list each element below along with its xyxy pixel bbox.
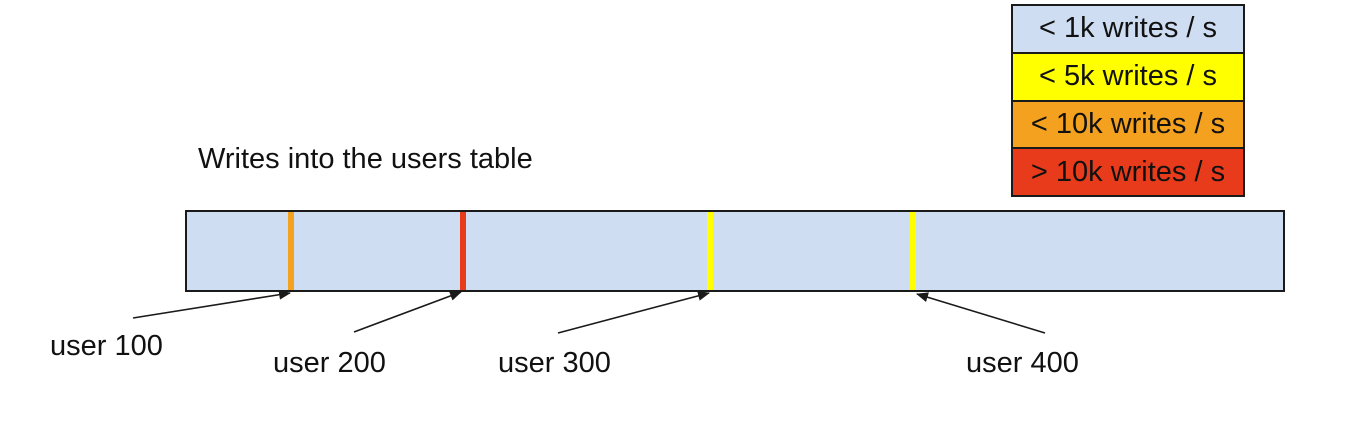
- label-user-300: user 300: [498, 347, 611, 379]
- legend-item-lt-10k-label: < 10k writes / s: [1030, 107, 1226, 140]
- label-user-400: user 400: [966, 347, 1079, 379]
- arrow-user-100: [132, 289, 291, 319]
- arrow-user-300: [557, 290, 710, 334]
- write-hotspot-user-400: [910, 212, 916, 290]
- legend-item-gt-10k: > 10k writes / s: [1013, 147, 1243, 195]
- write-hotspot-user-200: [460, 212, 466, 290]
- legend-item-lt-5k-label: < 5k writes / s: [1038, 60, 1218, 93]
- legend-item-lt-1k-label: < 1k writes / s: [1038, 12, 1218, 45]
- legend: < 1k writes / s < 5k writes / s < 10k wr…: [1011, 4, 1245, 197]
- write-hotspot-user-300: [707, 212, 713, 290]
- legend-item-lt-1k: < 1k writes / s: [1013, 6, 1243, 52]
- diagram-title: Writes into the users table: [198, 143, 533, 175]
- label-user-200: user 200: [273, 347, 386, 379]
- legend-item-lt-10k: < 10k writes / s: [1013, 99, 1243, 148]
- users-table-bar: [185, 210, 1285, 292]
- label-user-100: user 100: [50, 330, 163, 362]
- write-hotspot-user-100: [288, 212, 294, 290]
- legend-item-gt-10k-label: > 10k writes / s: [1030, 155, 1226, 188]
- arrow-user-400: [916, 292, 1046, 334]
- arrow-user-200: [353, 291, 462, 333]
- legend-item-lt-5k: < 5k writes / s: [1013, 51, 1243, 100]
